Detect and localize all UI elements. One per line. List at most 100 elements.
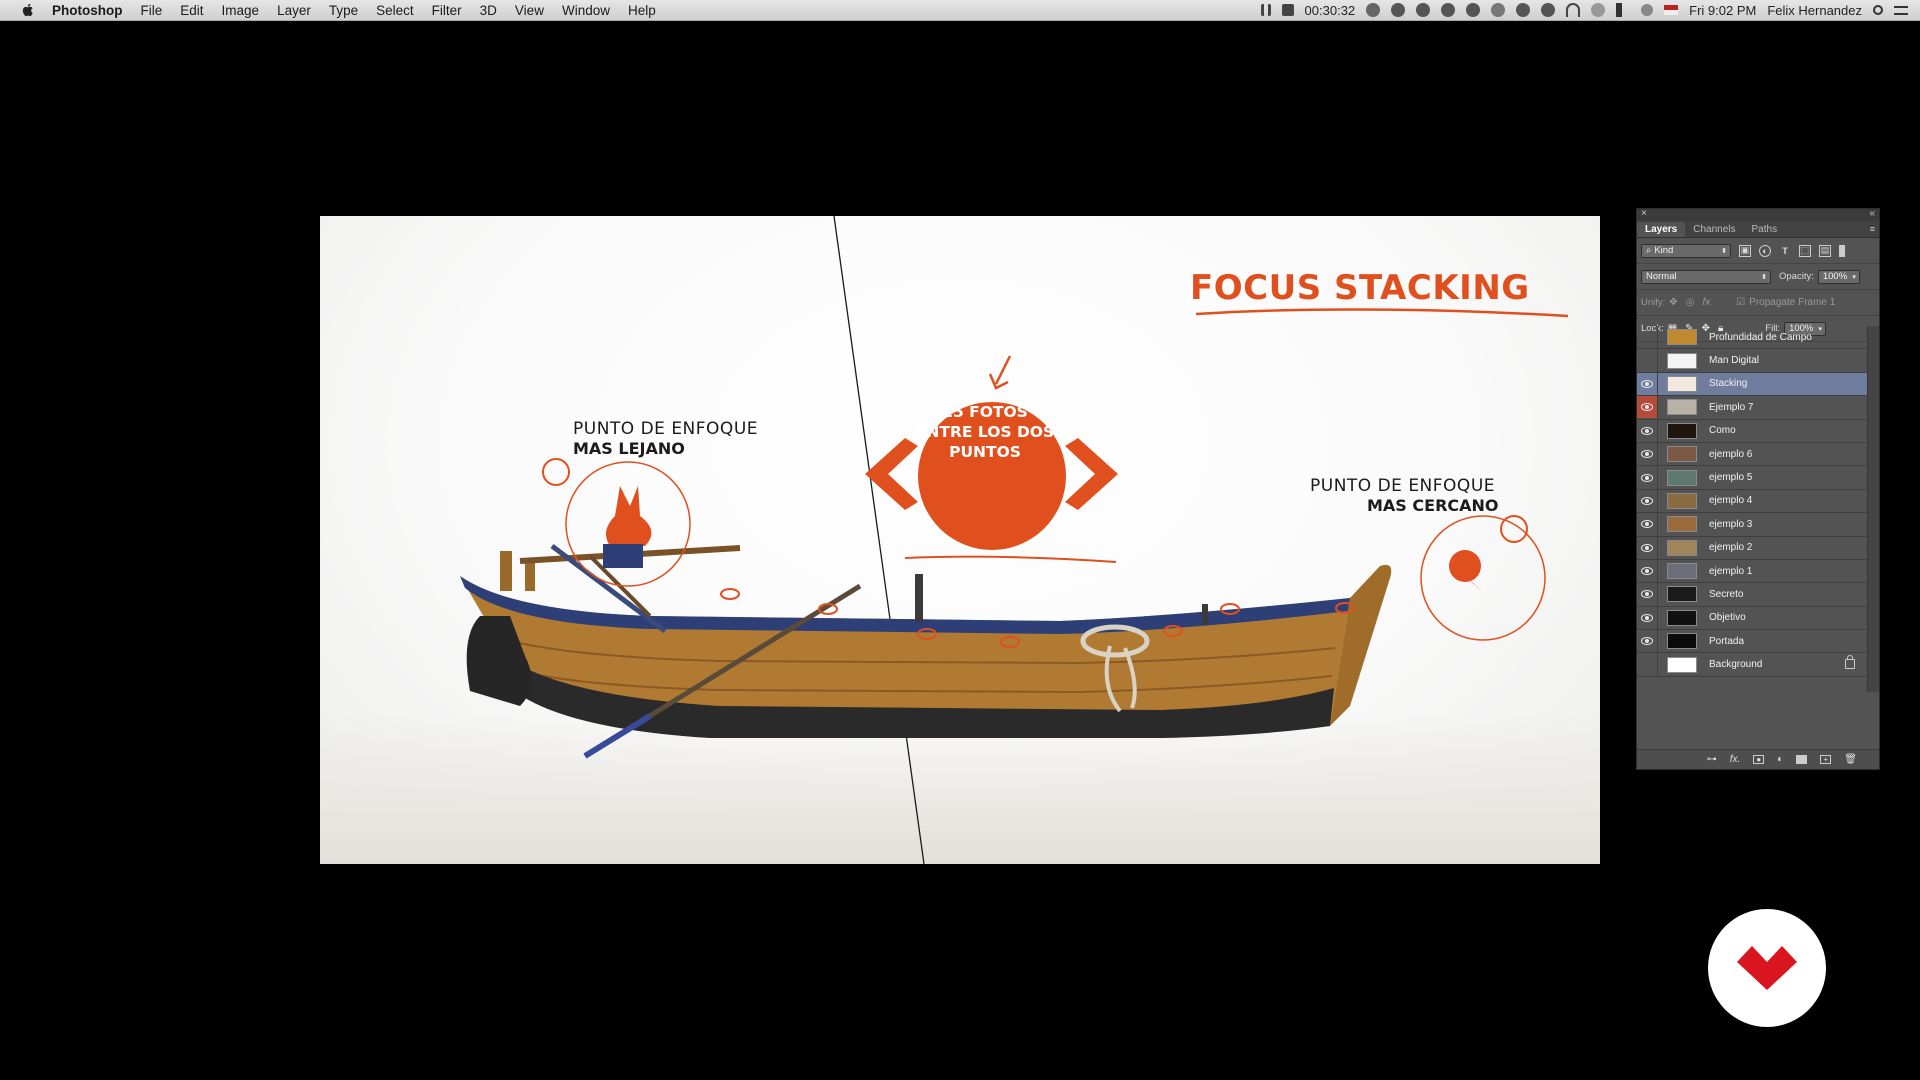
lock-transparent-icon[interactable]: ▦ [1668, 323, 1677, 334]
layer-style-icon[interactable]: fx. [1729, 754, 1741, 765]
fill-input[interactable]: 100% ▾ [1784, 321, 1827, 336]
adjustment-layer-icon[interactable]: ◐ [1777, 754, 1784, 765]
menu-image[interactable]: Image [221, 2, 260, 18]
visibility-toggle[interactable] [1637, 349, 1658, 372]
visibility-toggle[interactable] [1637, 466, 1658, 489]
menu-layer[interactable]: Layer [277, 2, 311, 18]
apple-icon[interactable] [20, 2, 36, 18]
layer-thumbnail[interactable] [1667, 609, 1697, 626]
menubar-clock[interactable]: Fri 9:02 PM [1689, 2, 1757, 18]
menu-help[interactable]: Help [627, 2, 656, 18]
layer-thumbnail[interactable] [1667, 399, 1697, 416]
propagate-checkbox[interactable]: ☑ [1736, 297, 1746, 308]
layer-row[interactable]: Profundidad de Campo [1637, 326, 1867, 350]
unify-style-icon[interactable]: fx [1702, 297, 1711, 308]
stop-icon[interactable] [1281, 4, 1294, 16]
tab-channels[interactable]: Channels [1693, 224, 1736, 235]
filter-shape-icon[interactable]: ⬚ [1799, 244, 1811, 257]
layer-thumbnail[interactable] [1667, 469, 1697, 486]
pause-icon[interactable] [1260, 4, 1271, 16]
time-machine-icon[interactable] [1591, 3, 1606, 17]
lock-all-icon[interactable]: 🔒︎ [1717, 323, 1724, 334]
filter-pixel-icon[interactable]: ▣ [1739, 244, 1751, 257]
notification-icon[interactable] [1516, 3, 1531, 17]
menu-3d[interactable]: 3D [479, 2, 497, 18]
notification-center-icon[interactable] [1894, 5, 1908, 15]
layer-row[interactable]: ejemplo 6 [1637, 443, 1867, 467]
tab-paths[interactable]: Paths [1751, 224, 1778, 235]
close-panel-icon[interactable]: × [1641, 208, 1647, 219]
layer-row[interactable]: Como [1637, 419, 1867, 443]
layer-thumbnail[interactable] [1667, 563, 1697, 580]
layer-row[interactable]: Ejemplo 7 [1637, 396, 1867, 420]
app-menu[interactable]: Photoshop [52, 2, 123, 18]
layer-thumbnail[interactable] [1667, 422, 1697, 439]
visibility-toggle[interactable] [1637, 489, 1658, 512]
new-group-icon[interactable] [1796, 755, 1808, 764]
visibility-toggle[interactable] [1637, 372, 1658, 395]
layer-thumbnail[interactable] [1667, 539, 1697, 556]
layer-row[interactable]: Objetivo [1637, 606, 1867, 631]
layer-row[interactable]: ejemplo 1 [1637, 560, 1867, 584]
record-icon[interactable] [1466, 3, 1481, 17]
opacity-input[interactable]: 100% ▾ [1817, 269, 1860, 284]
panel-menu-icon[interactable]: ≡ [1869, 224, 1875, 234]
layer-row[interactable]: Stacking [1637, 372, 1867, 397]
menu-view[interactable]: View [514, 2, 544, 18]
dropbox-icon[interactable] [1366, 3, 1381, 17]
layer-row[interactable]: ejemplo 5 [1637, 466, 1867, 490]
creative-cloud-icon[interactable] [1441, 3, 1456, 17]
volume-icon[interactable] [1616, 3, 1630, 17]
layer-thumbnail[interactable] [1667, 656, 1697, 673]
tab-layers[interactable]: Layers [1637, 222, 1686, 237]
layer-thumbnail[interactable] [1667, 492, 1697, 509]
visibility-toggle[interactable] [1637, 560, 1658, 583]
layer-thumbnail[interactable] [1667, 375, 1697, 392]
visibility-toggle[interactable] [1637, 396, 1658, 419]
lock-position-icon[interactable]: ✥ [1701, 323, 1710, 334]
filter-type-icon[interactable]: T [1782, 245, 1788, 256]
battery-icon[interactable] [1641, 4, 1654, 16]
wifi-icon[interactable] [1566, 3, 1581, 17]
menu-type[interactable]: Type [328, 2, 359, 18]
layer-thumbnail[interactable] [1667, 586, 1697, 603]
flag-icon[interactable] [1664, 5, 1679, 15]
layer-row[interactable]: ejemplo 3 [1637, 513, 1867, 537]
link-layers-icon[interactable]: ⊶ [1706, 754, 1717, 765]
filter-adjustment-icon[interactable]: ◐ [1759, 244, 1771, 257]
delete-layer-icon[interactable]: 🗑︎ [1844, 754, 1857, 765]
unify-position-icon[interactable]: ✥ [1669, 297, 1678, 308]
menu-file[interactable]: File [140, 2, 163, 18]
filter-kind-select[interactable]: ⌕ Kind ⬍ [1641, 243, 1731, 258]
visibility-toggle[interactable] [1637, 606, 1658, 629]
visibility-toggle[interactable] [1637, 443, 1658, 466]
blend-mode-select[interactable]: Normal ⬍ [1641, 269, 1771, 284]
layer-thumbnail[interactable] [1667, 446, 1697, 463]
layer-row[interactable]: Man Digital [1637, 349, 1867, 373]
panel-titlebar[interactable]: × « [1637, 208, 1879, 221]
layer-row[interactable]: ejemplo 2 [1637, 536, 1867, 560]
spotlight-icon[interactable] [1873, 5, 1883, 15]
visibility-toggle[interactable] [1637, 536, 1658, 559]
menu-select[interactable]: Select [376, 2, 414, 18]
menu-window[interactable]: Window [561, 2, 610, 18]
visibility-toggle[interactable] [1637, 583, 1658, 606]
menu-edit[interactable]: Edit [180, 2, 204, 18]
visibility-toggle[interactable] [1637, 513, 1658, 536]
layer-list-scrollbar[interactable] [1867, 326, 1879, 692]
cloud-icon[interactable] [1391, 3, 1406, 17]
unify-visibility-icon[interactable]: ◎ [1685, 297, 1695, 308]
layer-thumbnail[interactable] [1667, 516, 1697, 533]
layer-thumbnail[interactable] [1667, 329, 1697, 346]
filter-toggle-icon[interactable] [1839, 244, 1845, 257]
filter-smart-object-icon[interactable]: ▤ [1819, 244, 1831, 257]
visibility-toggle[interactable] [1637, 419, 1658, 442]
layer-row[interactable]: ejemplo 4 [1637, 489, 1867, 514]
menubar-user[interactable]: Felix Hernandez [1767, 2, 1862, 18]
bluetooth-icon[interactable] [1541, 3, 1556, 17]
layer-thumbnail[interactable] [1667, 352, 1697, 369]
layer-row[interactable]: Secreto [1637, 583, 1867, 607]
layer-thumbnail[interactable] [1667, 633, 1697, 650]
new-layer-icon[interactable]: + [1820, 755, 1832, 764]
menu-filter[interactable]: Filter [431, 2, 462, 18]
